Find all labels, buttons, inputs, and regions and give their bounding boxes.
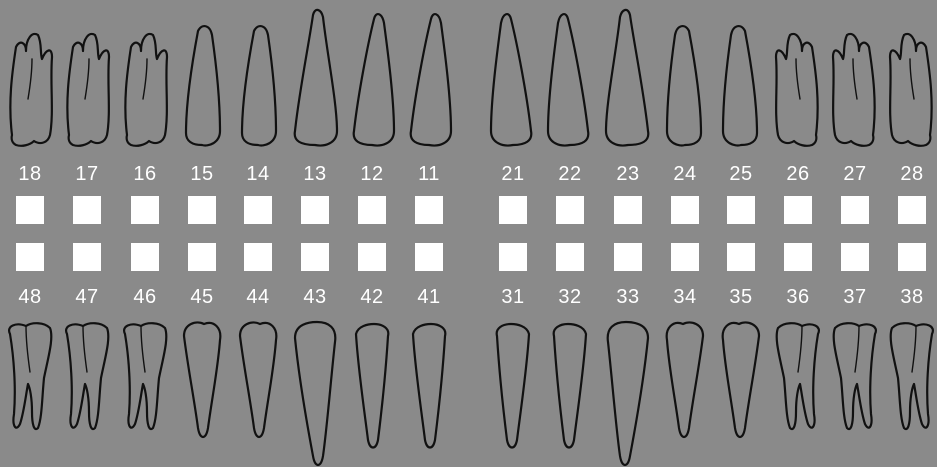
lower-tooth-36-outline — [777, 323, 819, 429]
upper-tooth-24-outline — [667, 26, 701, 145]
upper-tooth-23-outline — [606, 10, 648, 146]
upper-tooth-number-26: 26 — [773, 163, 823, 185]
lower-tooth-44-outline — [240, 323, 276, 438]
lower-tooth-number-31: 31 — [488, 286, 538, 308]
upper-tooth-12-outline — [354, 14, 394, 145]
lower-tooth-34-outline — [667, 323, 703, 438]
lower-tooth-45-outline — [184, 323, 220, 438]
lower-tooth-number-45: 45 — [177, 286, 227, 308]
lower-tooth-number-44: 44 — [233, 286, 283, 308]
lower-tooth-checkbox-46[interactable] — [131, 243, 159, 271]
upper-tooth-number-27: 27 — [830, 163, 880, 185]
lower-tooth-checkbox-37[interactable] — [841, 243, 869, 271]
upper-tooth-checkbox-21[interactable] — [499, 196, 527, 224]
lower-tooth-checkbox-33[interactable] — [614, 243, 642, 271]
upper-tooth-15-outline — [186, 26, 220, 145]
lower-tooth-31-outline — [497, 324, 529, 448]
upper-tooth-number-16: 16 — [120, 163, 170, 185]
upper-tooth-checkbox-22[interactable] — [556, 196, 584, 224]
lower-tooth-number-38: 38 — [887, 286, 937, 308]
upper-tooth-checkbox-15[interactable] — [188, 196, 216, 224]
lower-tooth-checkbox-44[interactable] — [244, 243, 272, 271]
lower-tooth-number-42: 42 — [347, 286, 397, 308]
upper-tooth-21-outline — [491, 14, 531, 145]
lower-tooth-number-41: 41 — [404, 286, 454, 308]
upper-tooth-number-28: 28 — [887, 163, 937, 185]
lower-tooth-32-outline — [554, 324, 586, 448]
lower-tooth-41-outline — [413, 324, 445, 448]
upper-tooth-checkbox-16[interactable] — [131, 196, 159, 224]
lower-tooth-checkbox-41[interactable] — [415, 243, 443, 271]
lower-tooth-checkbox-43[interactable] — [301, 243, 329, 271]
upper-tooth-17-outline — [67, 34, 109, 146]
lower-tooth-number-32: 32 — [545, 286, 595, 308]
lower-tooth-checkbox-35[interactable] — [727, 243, 755, 271]
lower-tooth-47-outline — [66, 323, 108, 429]
upper-tooth-checkbox-14[interactable] — [244, 196, 272, 224]
upper-tooth-checkbox-12[interactable] — [358, 196, 386, 224]
lower-tooth-35-outline — [723, 323, 759, 438]
lower-tooth-number-35: 35 — [716, 286, 766, 308]
upper-tooth-11-outline — [411, 14, 451, 145]
lower-tooth-48-outline — [9, 323, 51, 429]
lower-tooth-number-36: 36 — [773, 286, 823, 308]
lower-tooth-number-46: 46 — [120, 286, 170, 308]
lower-tooth-33-outline — [608, 322, 648, 465]
upper-tooth-26-outline — [776, 34, 818, 146]
lower-tooth-number-34: 34 — [660, 286, 710, 308]
lower-tooth-43-outline — [295, 322, 335, 465]
lower-tooth-number-48: 48 — [5, 286, 55, 308]
upper-tooth-checkbox-25[interactable] — [727, 196, 755, 224]
upper-tooth-checkbox-13[interactable] — [301, 196, 329, 224]
lower-tooth-checkbox-38[interactable] — [898, 243, 926, 271]
lower-tooth-checkbox-47[interactable] — [73, 243, 101, 271]
upper-tooth-number-23: 23 — [603, 163, 653, 185]
lower-tooth-checkbox-34[interactable] — [671, 243, 699, 271]
lower-tooth-checkbox-45[interactable] — [188, 243, 216, 271]
upper-tooth-number-18: 18 — [5, 163, 55, 185]
upper-tooth-checkbox-27[interactable] — [841, 196, 869, 224]
upper-tooth-18-outline — [10, 34, 52, 146]
upper-tooth-number-24: 24 — [660, 163, 710, 185]
upper-tooth-number-17: 17 — [62, 163, 112, 185]
upper-tooth-checkbox-26[interactable] — [784, 196, 812, 224]
upper-tooth-checkbox-28[interactable] — [898, 196, 926, 224]
lower-tooth-number-47: 47 — [62, 286, 112, 308]
lower-tooth-checkbox-48[interactable] — [16, 243, 44, 271]
upper-tooth-27-outline — [833, 34, 875, 146]
lower-tooth-checkbox-31[interactable] — [499, 243, 527, 271]
lower-tooth-38-outline — [891, 323, 933, 429]
upper-tooth-14-outline — [242, 26, 276, 145]
lower-tooth-checkbox-42[interactable] — [358, 243, 386, 271]
lower-tooth-37-outline — [834, 323, 876, 429]
lower-tooth-42-outline — [356, 324, 388, 448]
upper-tooth-13-outline — [295, 10, 337, 146]
lower-tooth-checkbox-32[interactable] — [556, 243, 584, 271]
upper-tooth-number-15: 15 — [177, 163, 227, 185]
upper-tooth-16-outline — [125, 34, 167, 146]
upper-tooth-number-12: 12 — [347, 163, 397, 185]
upper-tooth-checkbox-24[interactable] — [671, 196, 699, 224]
upper-tooth-checkbox-18[interactable] — [16, 196, 44, 224]
upper-tooth-28-outline — [890, 34, 932, 146]
lower-tooth-checkbox-36[interactable] — [784, 243, 812, 271]
upper-tooth-number-22: 22 — [545, 163, 595, 185]
lower-tooth-number-37: 37 — [830, 286, 880, 308]
upper-tooth-checkbox-11[interactable] — [415, 196, 443, 224]
upper-tooth-number-11: 11 — [404, 163, 454, 185]
lower-tooth-number-43: 43 — [290, 286, 340, 308]
upper-tooth-checkbox-23[interactable] — [614, 196, 642, 224]
upper-tooth-number-25: 25 — [716, 163, 766, 185]
lower-tooth-46-outline — [124, 323, 166, 429]
lower-tooth-number-33: 33 — [603, 286, 653, 308]
upper-tooth-number-13: 13 — [290, 163, 340, 185]
upper-tooth-25-outline — [723, 26, 757, 145]
upper-tooth-checkbox-17[interactable] — [73, 196, 101, 224]
upper-tooth-22-outline — [548, 14, 588, 145]
upper-tooth-number-14: 14 — [233, 163, 283, 185]
upper-tooth-number-21: 21 — [488, 163, 538, 185]
